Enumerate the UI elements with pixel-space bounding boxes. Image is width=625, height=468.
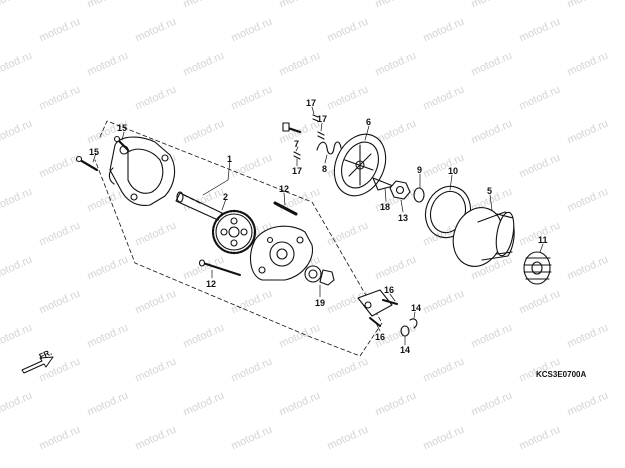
front-arrow-icon bbox=[21, 356, 54, 374]
callout-11: 11 bbox=[538, 235, 548, 245]
clutch-housing-5 bbox=[452, 207, 515, 267]
callout-1: 1 bbox=[227, 154, 233, 164]
callout-16-lower: 16 bbox=[375, 332, 386, 342]
washer-17-b bbox=[317, 131, 325, 140]
leader-lines bbox=[92, 106, 544, 346]
dowel-pin-12 bbox=[273, 201, 298, 216]
gear-11 bbox=[523, 251, 552, 285]
bolt-7 bbox=[282, 122, 302, 134]
clip-18 bbox=[372, 177, 394, 191]
callout-5: 5 bbox=[487, 186, 493, 196]
rotor-plate-6 bbox=[333, 133, 387, 197]
diagram-code: KCS3E0700A bbox=[536, 370, 587, 379]
sprocket-gear bbox=[211, 209, 257, 255]
drive-shaft bbox=[175, 191, 223, 221]
bearing-19 bbox=[304, 265, 335, 286]
seal-14-upper bbox=[409, 318, 418, 329]
callout-13: 13 bbox=[398, 213, 409, 223]
callout-15-upper: 15 bbox=[117, 123, 128, 133]
nut-13 bbox=[389, 180, 411, 200]
washer-17-a bbox=[312, 114, 319, 122]
callout-7: 7 bbox=[294, 139, 300, 149]
washer-17-c bbox=[293, 151, 301, 160]
callout-9: 9 bbox=[417, 165, 423, 175]
pump-cover bbox=[108, 136, 176, 206]
bracket bbox=[357, 289, 393, 317]
bolt-16-upper bbox=[382, 299, 398, 305]
bolt-15-upper bbox=[113, 135, 130, 152]
bolt-16-lower bbox=[369, 317, 381, 327]
callout-17-b: 17 bbox=[317, 114, 328, 124]
bolt-15-lower bbox=[75, 155, 99, 172]
callout-17-a: 17 bbox=[306, 98, 317, 108]
callout-12-upper: 12 bbox=[279, 184, 290, 194]
callout-15-lower: 15 bbox=[89, 147, 100, 157]
seal-14-lower bbox=[400, 325, 410, 337]
pump-body bbox=[249, 225, 313, 281]
callout-17-c: 17 bbox=[292, 166, 303, 176]
callout-18: 18 bbox=[380, 202, 391, 212]
bolt-12-lower bbox=[198, 259, 241, 276]
callout-16-upper: 16 bbox=[384, 285, 395, 295]
callout-10: 10 bbox=[448, 166, 459, 176]
callout-8: 8 bbox=[322, 164, 328, 174]
callout-19: 19 bbox=[315, 298, 326, 308]
spring-8 bbox=[316, 141, 342, 155]
callout-2: 2 bbox=[223, 192, 229, 202]
callout-14-lower: 14 bbox=[400, 345, 411, 355]
callout-14-upper: 14 bbox=[411, 303, 422, 313]
callout-12-lower: 12 bbox=[206, 279, 217, 289]
washer-9 bbox=[413, 187, 425, 203]
callout-6: 6 bbox=[366, 117, 372, 127]
